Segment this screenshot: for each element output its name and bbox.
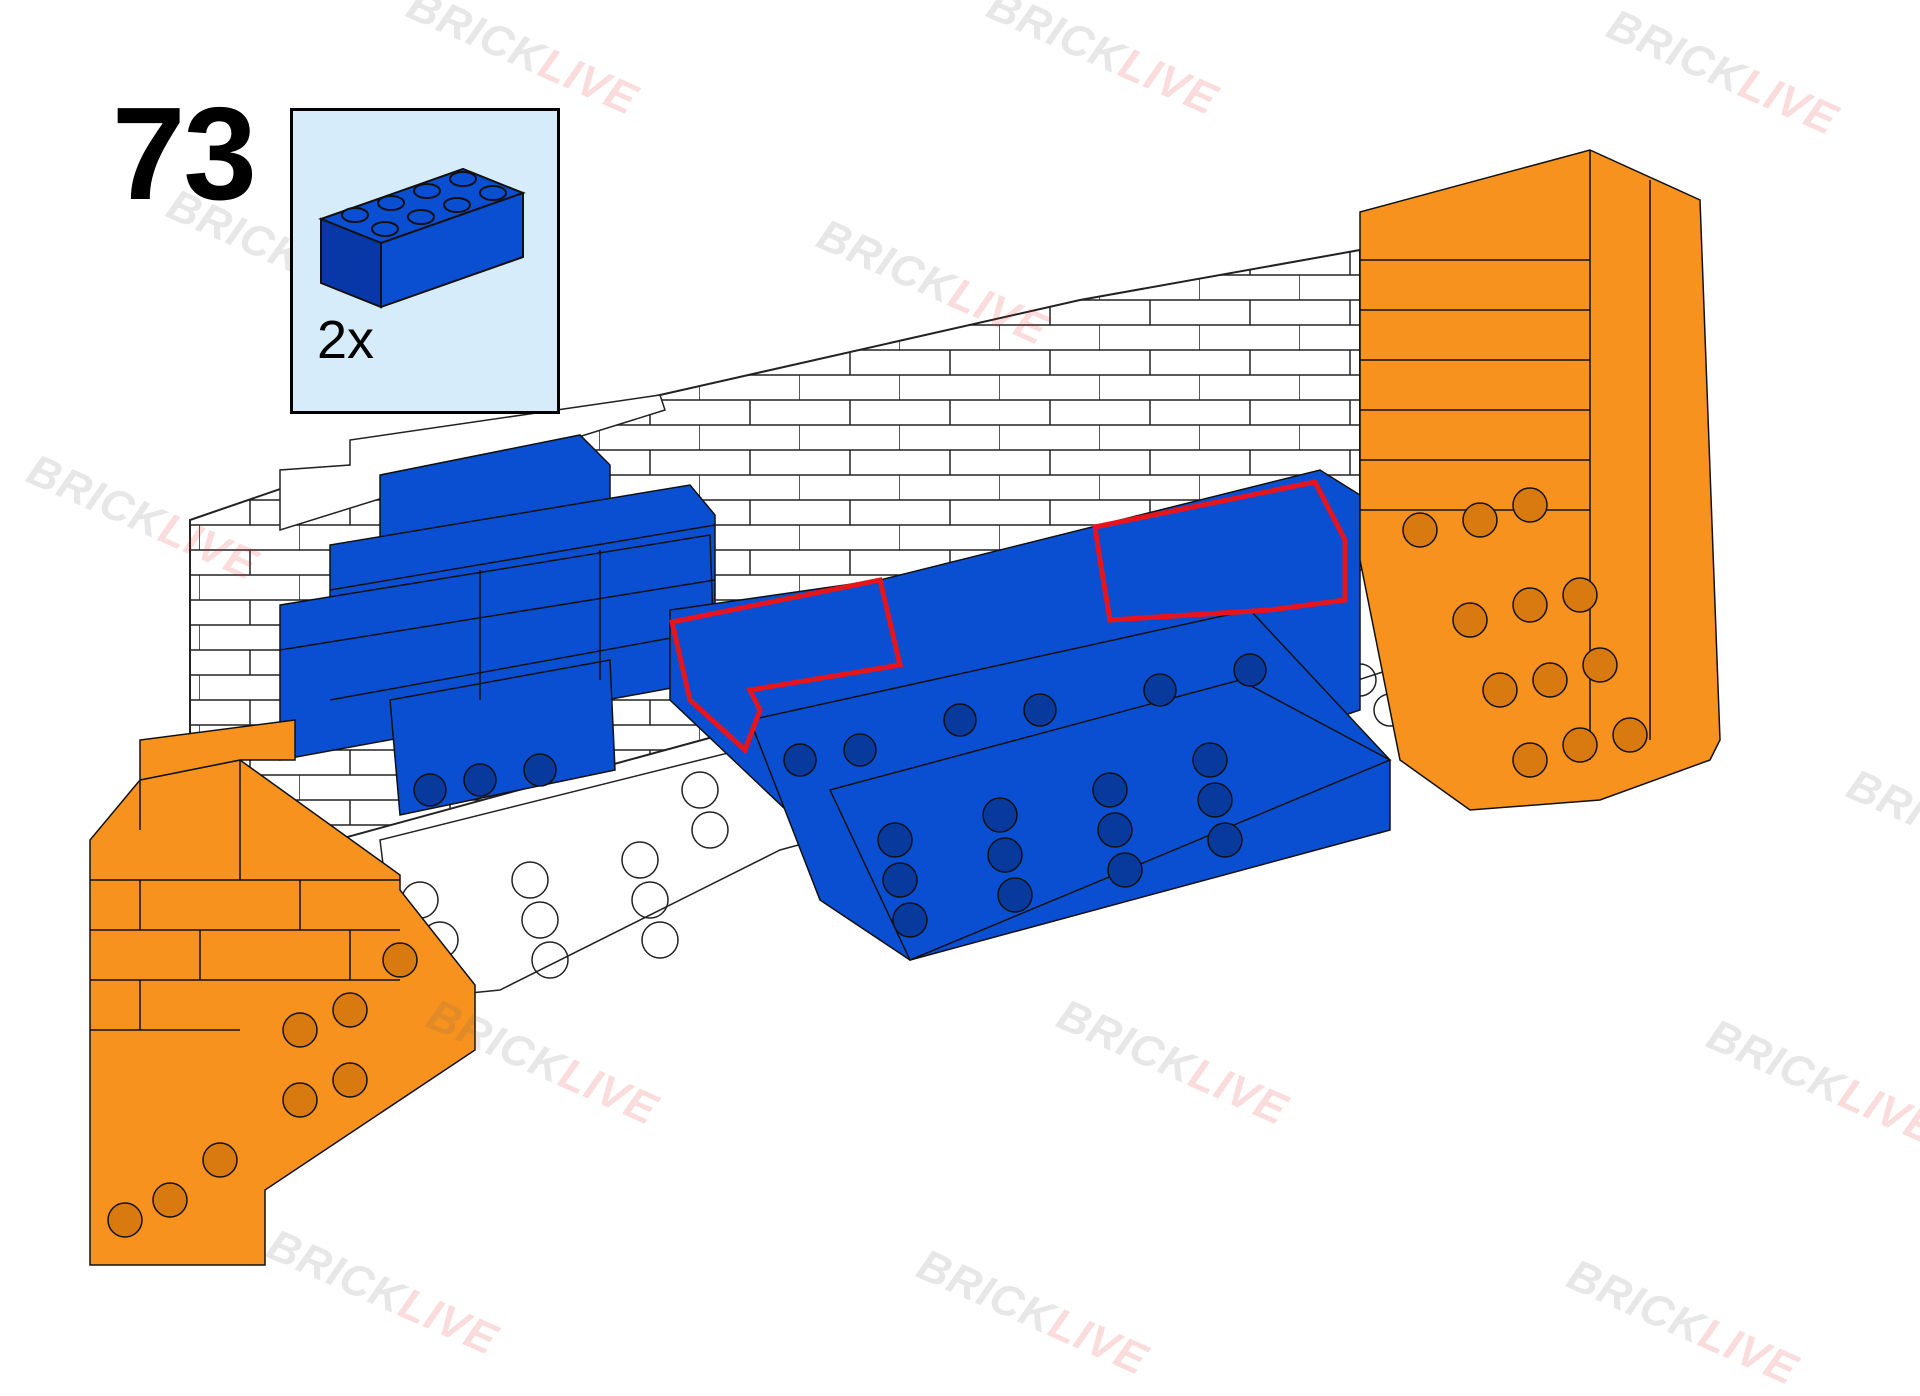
orange-left-tower <box>89 719 476 1266</box>
parts-callout: 2x <box>290 108 560 414</box>
orange-right-tower <box>1359 149 1721 811</box>
blue-2x4-brick-icon <box>318 167 526 309</box>
assembly-illustration <box>89 149 1721 1266</box>
blue-left-cluster <box>279 434 716 816</box>
step-number: 73 <box>112 80 257 227</box>
new-brick-highlight <box>668 479 1348 755</box>
part-quantity: 2x <box>317 310 375 370</box>
